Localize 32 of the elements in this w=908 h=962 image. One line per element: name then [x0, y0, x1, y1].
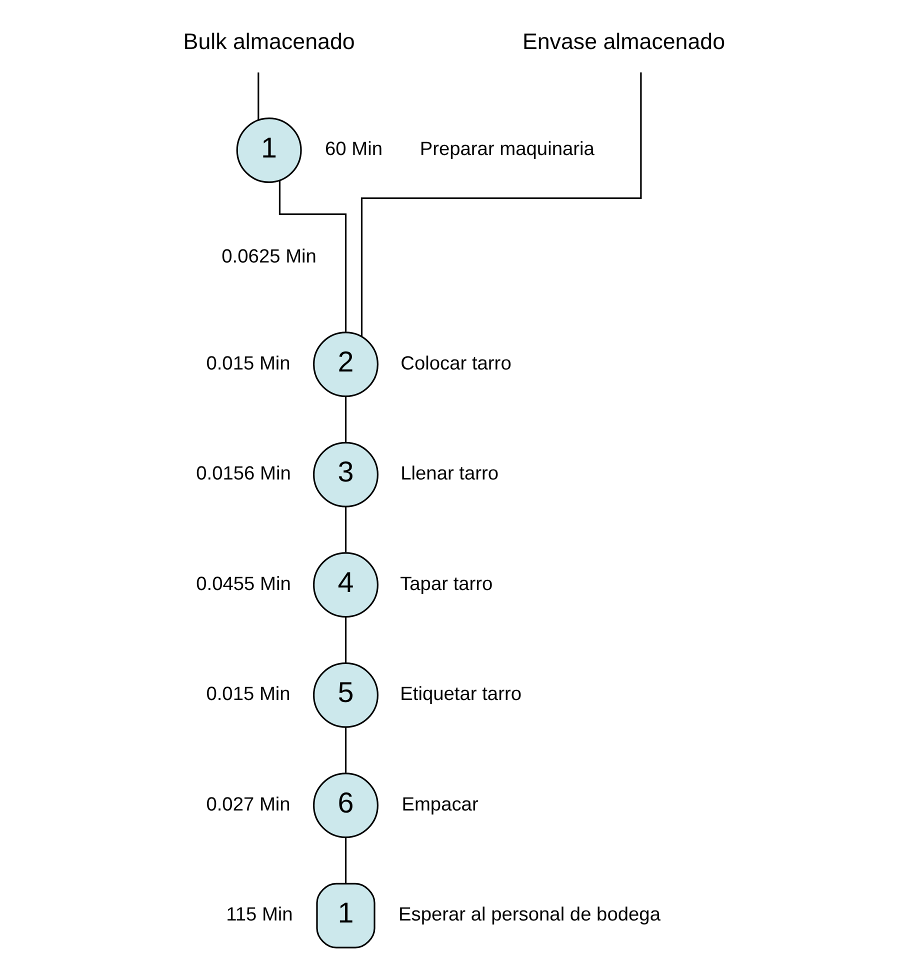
node-label: Llenar tarro — [400, 464, 499, 485]
connector — [360, 72, 642, 336]
node-label: Colocar tarro — [400, 353, 512, 374]
node-label: 60 Min — [324, 139, 382, 160]
node-label: 0.027 Min — [206, 794, 290, 816]
connector — [344, 838, 347, 883]
connector — [344, 396, 347, 442]
node-box: 1 — [316, 882, 376, 948]
connector — [344, 728, 347, 773]
label: 0.0625 Min — [222, 246, 316, 268]
node-label: Empacar — [402, 794, 478, 816]
node-circle: 6 — [313, 772, 378, 838]
node-circle: 2 — [313, 332, 378, 398]
node-circle: 1 — [236, 118, 302, 184]
node-label: Preparar maquinaria — [420, 139, 594, 160]
node-label: 0.015 Min — [206, 684, 290, 706]
node-text: Envase almacenado — [522, 29, 726, 54]
node-circle: 3 — [313, 442, 378, 508]
node-label: 0.015 Min — [206, 353, 290, 374]
connector — [258, 72, 260, 120]
node-label: 0.0455 Min — [196, 574, 291, 595]
node-label: 0.0156 Min — [196, 464, 291, 485]
node-label: 115 Min — [226, 904, 293, 926]
node-circle: 4 — [313, 552, 378, 618]
connector — [344, 507, 347, 552]
node-label: Etiquetar tarro — [400, 684, 522, 706]
node-label: Esperar al personal de bodega — [398, 904, 660, 926]
connector — [344, 617, 347, 662]
node-text: Bulk almacenado — [183, 29, 355, 54]
connector — [278, 180, 347, 332]
node-label: Tapar tarro — [400, 574, 493, 595]
node-circle: 5 — [313, 662, 378, 728]
